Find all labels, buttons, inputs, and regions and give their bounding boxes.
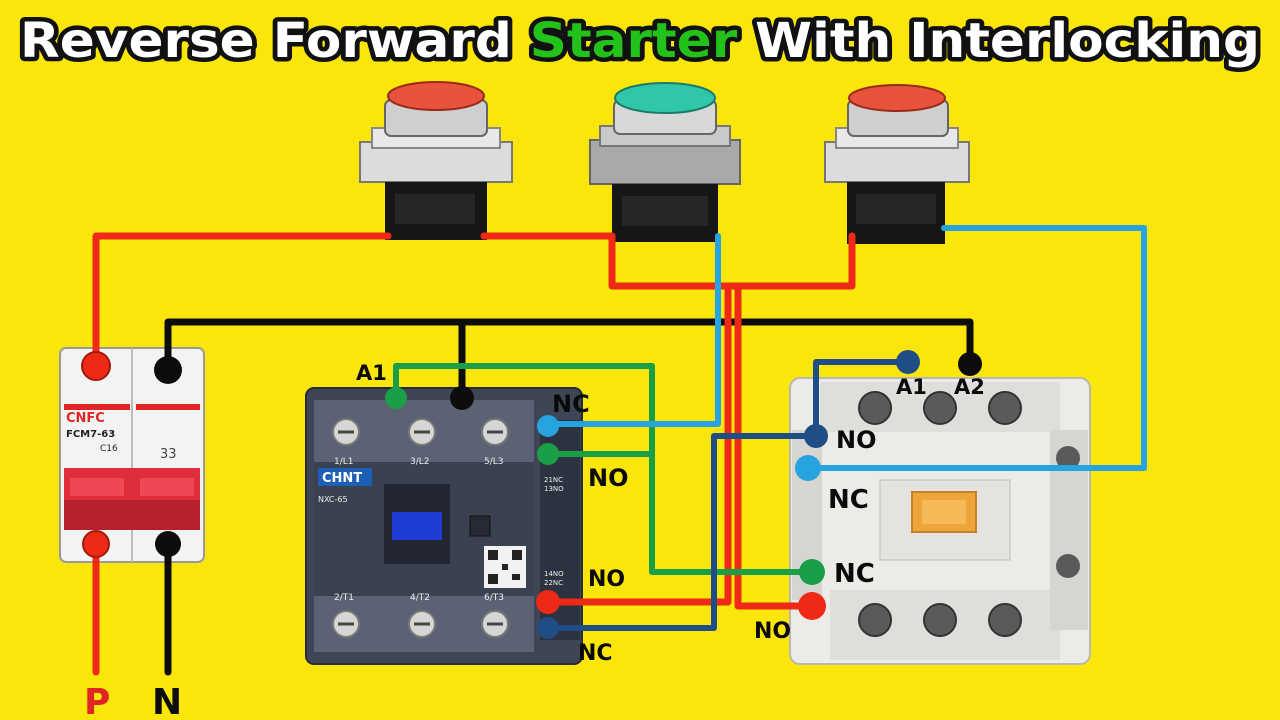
contactor-left-model: NXC-65: [318, 495, 348, 504]
aux-21nc: 21NC: [544, 476, 563, 484]
label-no-left-top: NO: [588, 464, 629, 492]
contactor-left-brand: CHNT: [322, 471, 362, 486]
terminal-dots: [81, 350, 982, 639]
terminal-1-l1: 1/L1: [334, 457, 354, 467]
terminal-2-t1: 2/T1: [334, 593, 354, 603]
label-no-left-bottom: NO: [588, 567, 625, 592]
mcb-number: 33: [160, 447, 177, 462]
aux-22nc: 22NC: [544, 579, 563, 587]
wire-navy-a1: [813, 359, 911, 439]
wires: [92, 225, 1147, 676]
wire-neutral: [164, 318, 974, 372]
terminal-labels: A1 NC NO NO NC A1 A2 NO NC NC NO P N: [84, 361, 985, 720]
contactor-right: [789, 377, 1091, 665]
aux-14no: 14NO: [544, 570, 564, 578]
terminal-4-t2: 4/T2: [410, 593, 430, 603]
label-a1-left: A1: [356, 361, 387, 385]
wire-stop-to-start: [480, 232, 856, 290]
wire-blue-reverse: [805, 225, 1147, 471]
label-nc-left-top: NC: [552, 390, 590, 418]
wire-red-to-no: [734, 282, 816, 610]
label-nc-left-bottom: NC: [578, 641, 613, 666]
wire-blue-start: [549, 233, 721, 427]
mcb-brand: CNFC: [66, 411, 105, 426]
terminal-5-l3: 5/L3: [484, 457, 504, 467]
label-nc-right-bottom: NC: [834, 559, 875, 589]
pushbutton-reverse-icon[interactable]: [824, 84, 970, 244]
pushbutton-start-icon[interactable]: [589, 82, 741, 242]
title-part-1: Reverse Forward: [20, 13, 530, 69]
label-a2-right: A2: [954, 375, 985, 399]
mcb-rating: C16: [100, 444, 118, 454]
wire-red-left-no: [544, 282, 732, 606]
label-a1-right: A1: [896, 375, 927, 399]
label-nc-right-top: NC: [828, 485, 869, 515]
contactor-left: CHNT NXC-65 1/L1 3/L2 5/L3 2/T1 4/T2 6/T…: [305, 387, 583, 665]
mcb-breaker: CNFC FCM7-63 C16 33: [59, 347, 205, 563]
aux-13no: 13NO: [544, 485, 564, 493]
label-n: N: [152, 682, 182, 720]
title-part-2: With Interlocking: [737, 13, 1260, 69]
wire-phase: [92, 232, 392, 370]
label-p: P: [84, 682, 110, 720]
wire-green-a1: [393, 363, 815, 575]
label-no-right-bottom: NO: [754, 619, 791, 644]
title-highlight: Starter: [530, 13, 738, 69]
pushbutton-stop-icon[interactable]: [359, 81, 513, 240]
label-no-right-top: NO: [836, 426, 877, 454]
terminal-6-t3: 6/T3: [484, 593, 504, 603]
wire-navy-nc: [545, 433, 819, 631]
terminal-3-l2: 3/L2: [410, 457, 430, 467]
title-banner: Reverse Forward Starter With Interlockin…: [16, 9, 1265, 74]
mcb-model: FCM7-63: [66, 429, 115, 440]
page-title: Reverse Forward Starter With Interlockin…: [20, 13, 1260, 69]
